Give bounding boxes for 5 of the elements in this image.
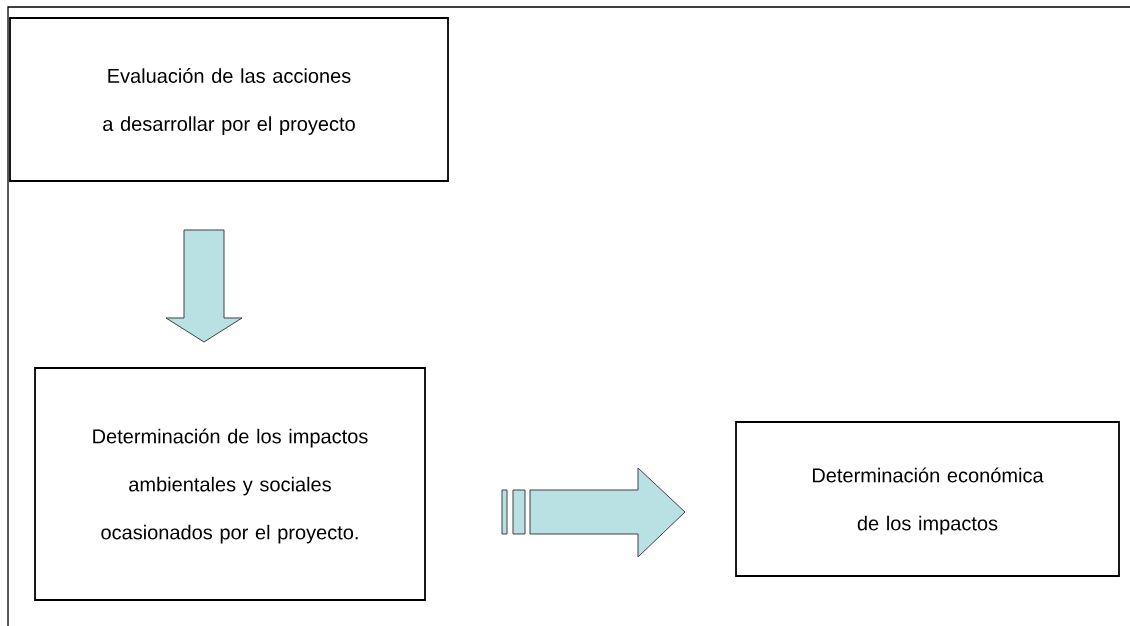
process-box: Determinación económica de los impactos xyxy=(735,421,1120,577)
process-box: Determinación de los impactos ambientales y sociales ocasionados por el proyecto. xyxy=(34,367,426,601)
process-box: Evaluación de las acciones a desarrollar por el proyecto xyxy=(9,17,449,182)
block-arrow xyxy=(165,229,243,343)
block-arrow xyxy=(501,467,686,558)
